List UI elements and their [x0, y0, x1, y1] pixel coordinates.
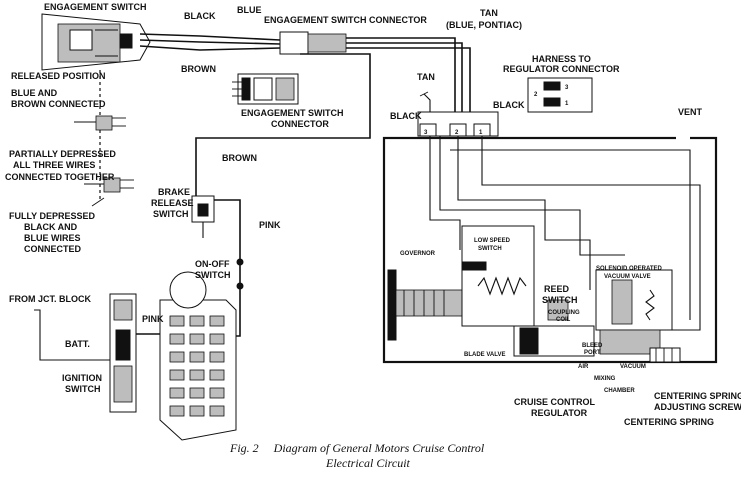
regulator-terminal-block: 3 2 1	[417, 91, 499, 137]
label-ignition-line2: SWITCH	[65, 384, 101, 394]
label-low-speed-line2: SWITCH	[478, 246, 502, 252]
fuse-block-drawing	[159, 271, 237, 441]
label-blue-and: BLUE AND	[11, 88, 58, 98]
label-black-left: BLACK	[390, 111, 422, 121]
label-partial-line3: CONNECTED TOGETHER	[5, 172, 115, 182]
terminal-1-label: 1	[479, 130, 483, 136]
label-on-off-line1: ON-OFF	[195, 259, 230, 269]
label-from-jct-block: FROM JCT. BLOCK	[9, 294, 91, 304]
label-air: AIR	[578, 364, 589, 370]
label-brake-line1: BRAKE	[158, 187, 190, 197]
label-coupling-line2: COIL	[556, 317, 571, 323]
label-brown-connected: BROWN CONNECTED	[11, 99, 106, 109]
label-centering-adj-line2: ADJUSTING SCREW	[654, 402, 741, 412]
label-brake-line3: SWITCH	[153, 209, 189, 219]
label-reed-line1: REED	[544, 284, 570, 294]
label-brown-mid: BROWN	[222, 153, 257, 163]
label-solenoid-line1: SOLENOID OPERATED	[596, 266, 663, 272]
label-full-line3: BLUE WIRES	[24, 233, 81, 243]
label-bleed-line2: PORT	[584, 350, 601, 356]
label-tan-mid: TAN	[417, 72, 435, 82]
label-full-line4: CONNECTED	[24, 244, 82, 254]
label-brown-top: BROWN	[181, 64, 216, 74]
label-blade-valve: BLADE VALVE	[464, 352, 505, 358]
label-esc-line1: ENGAGEMENT SWITCH	[241, 108, 344, 118]
regulator-housing	[382, 136, 718, 364]
label-brake-line2: RELEASE	[151, 198, 194, 208]
label-mixing: MIXING	[594, 376, 616, 382]
engagement-switch-drawing	[41, 13, 151, 71]
brake-release-switch-drawing	[191, 195, 241, 280]
label-governor: GOVERNOR	[400, 251, 436, 257]
label-vent: VENT	[678, 107, 703, 117]
figure-caption-line2: Electrical Circuit	[325, 456, 411, 470]
label-vacuum: VACUUM	[620, 364, 646, 370]
label-chamber: CHAMBER	[604, 388, 635, 394]
label-partial-line2: ALL THREE WIRES	[13, 160, 95, 170]
label-blue-pontiac: (BLUE, PONTIAC)	[446, 20, 522, 30]
label-full-line2: BLACK AND	[24, 222, 78, 232]
label-pink-left: PINK	[142, 314, 164, 324]
label-pink-right: PINK	[259, 220, 281, 230]
label-reed-line2: SWITCH	[542, 295, 578, 305]
label-harness-line2: REGULATOR CONNECTOR	[503, 64, 620, 74]
label-centering-spring: CENTERING SPRING	[624, 417, 714, 427]
label-black-right: BLACK	[493, 100, 525, 110]
label-black-top: BLACK	[184, 11, 216, 21]
label-centering-adj-line1: CENTERING SPRING	[654, 391, 741, 401]
label-regulator-line2: REGULATOR	[531, 408, 588, 418]
conn-2-label: 2	[534, 92, 538, 98]
label-tan-top: TAN	[480, 8, 498, 18]
label-released-position: RELEASED POSITION	[11, 71, 106, 81]
harness-connector-icon: 2 3 1	[527, 77, 593, 113]
label-blue-top: BLUE	[237, 5, 262, 15]
terminal-2-label: 2	[455, 130, 459, 136]
label-on-off-line2: SWITCH	[195, 270, 231, 280]
label-engagement-switch-connector-top: ENGAGEMENT SWITCH CONNECTOR	[264, 15, 427, 25]
label-coupling-line1: COUPLING	[548, 310, 580, 316]
label-partial-line1: PARTIALLY DEPRESSED	[9, 149, 116, 159]
on-off-switch-wiring	[34, 258, 244, 361]
label-low-speed-line1: LOW SPEED	[474, 238, 511, 244]
conn-3-label: 3	[565, 85, 569, 91]
label-engagement-switch: ENGAGEMENT SWITCH	[44, 2, 147, 12]
figure-caption-line1: Fig. 2 Diagram of General Motors Cruise …	[229, 441, 485, 455]
engagement-switch-connector-icon	[232, 73, 299, 105]
label-batt: BATT.	[65, 339, 90, 349]
label-full-line1: FULLY DEPRESSED	[9, 211, 96, 221]
label-solenoid-line2: VACUUM VALVE	[604, 274, 651, 280]
engagement-switch-wires	[139, 31, 471, 200]
ignition-switch-drawing	[109, 293, 137, 413]
terminal-3-label: 3	[424, 130, 428, 136]
conn-1-label: 1	[565, 101, 569, 107]
switch-state-diagrams	[74, 70, 134, 207]
label-regulator-line1: CRUISE CONTROL	[514, 397, 596, 407]
label-esc-line2: CONNECTOR	[271, 119, 329, 129]
label-bleed-line1: BLEED	[582, 343, 603, 349]
label-ignition-line1: IGNITION	[62, 373, 102, 383]
label-harness-line1: HARNESS TO	[532, 54, 591, 64]
